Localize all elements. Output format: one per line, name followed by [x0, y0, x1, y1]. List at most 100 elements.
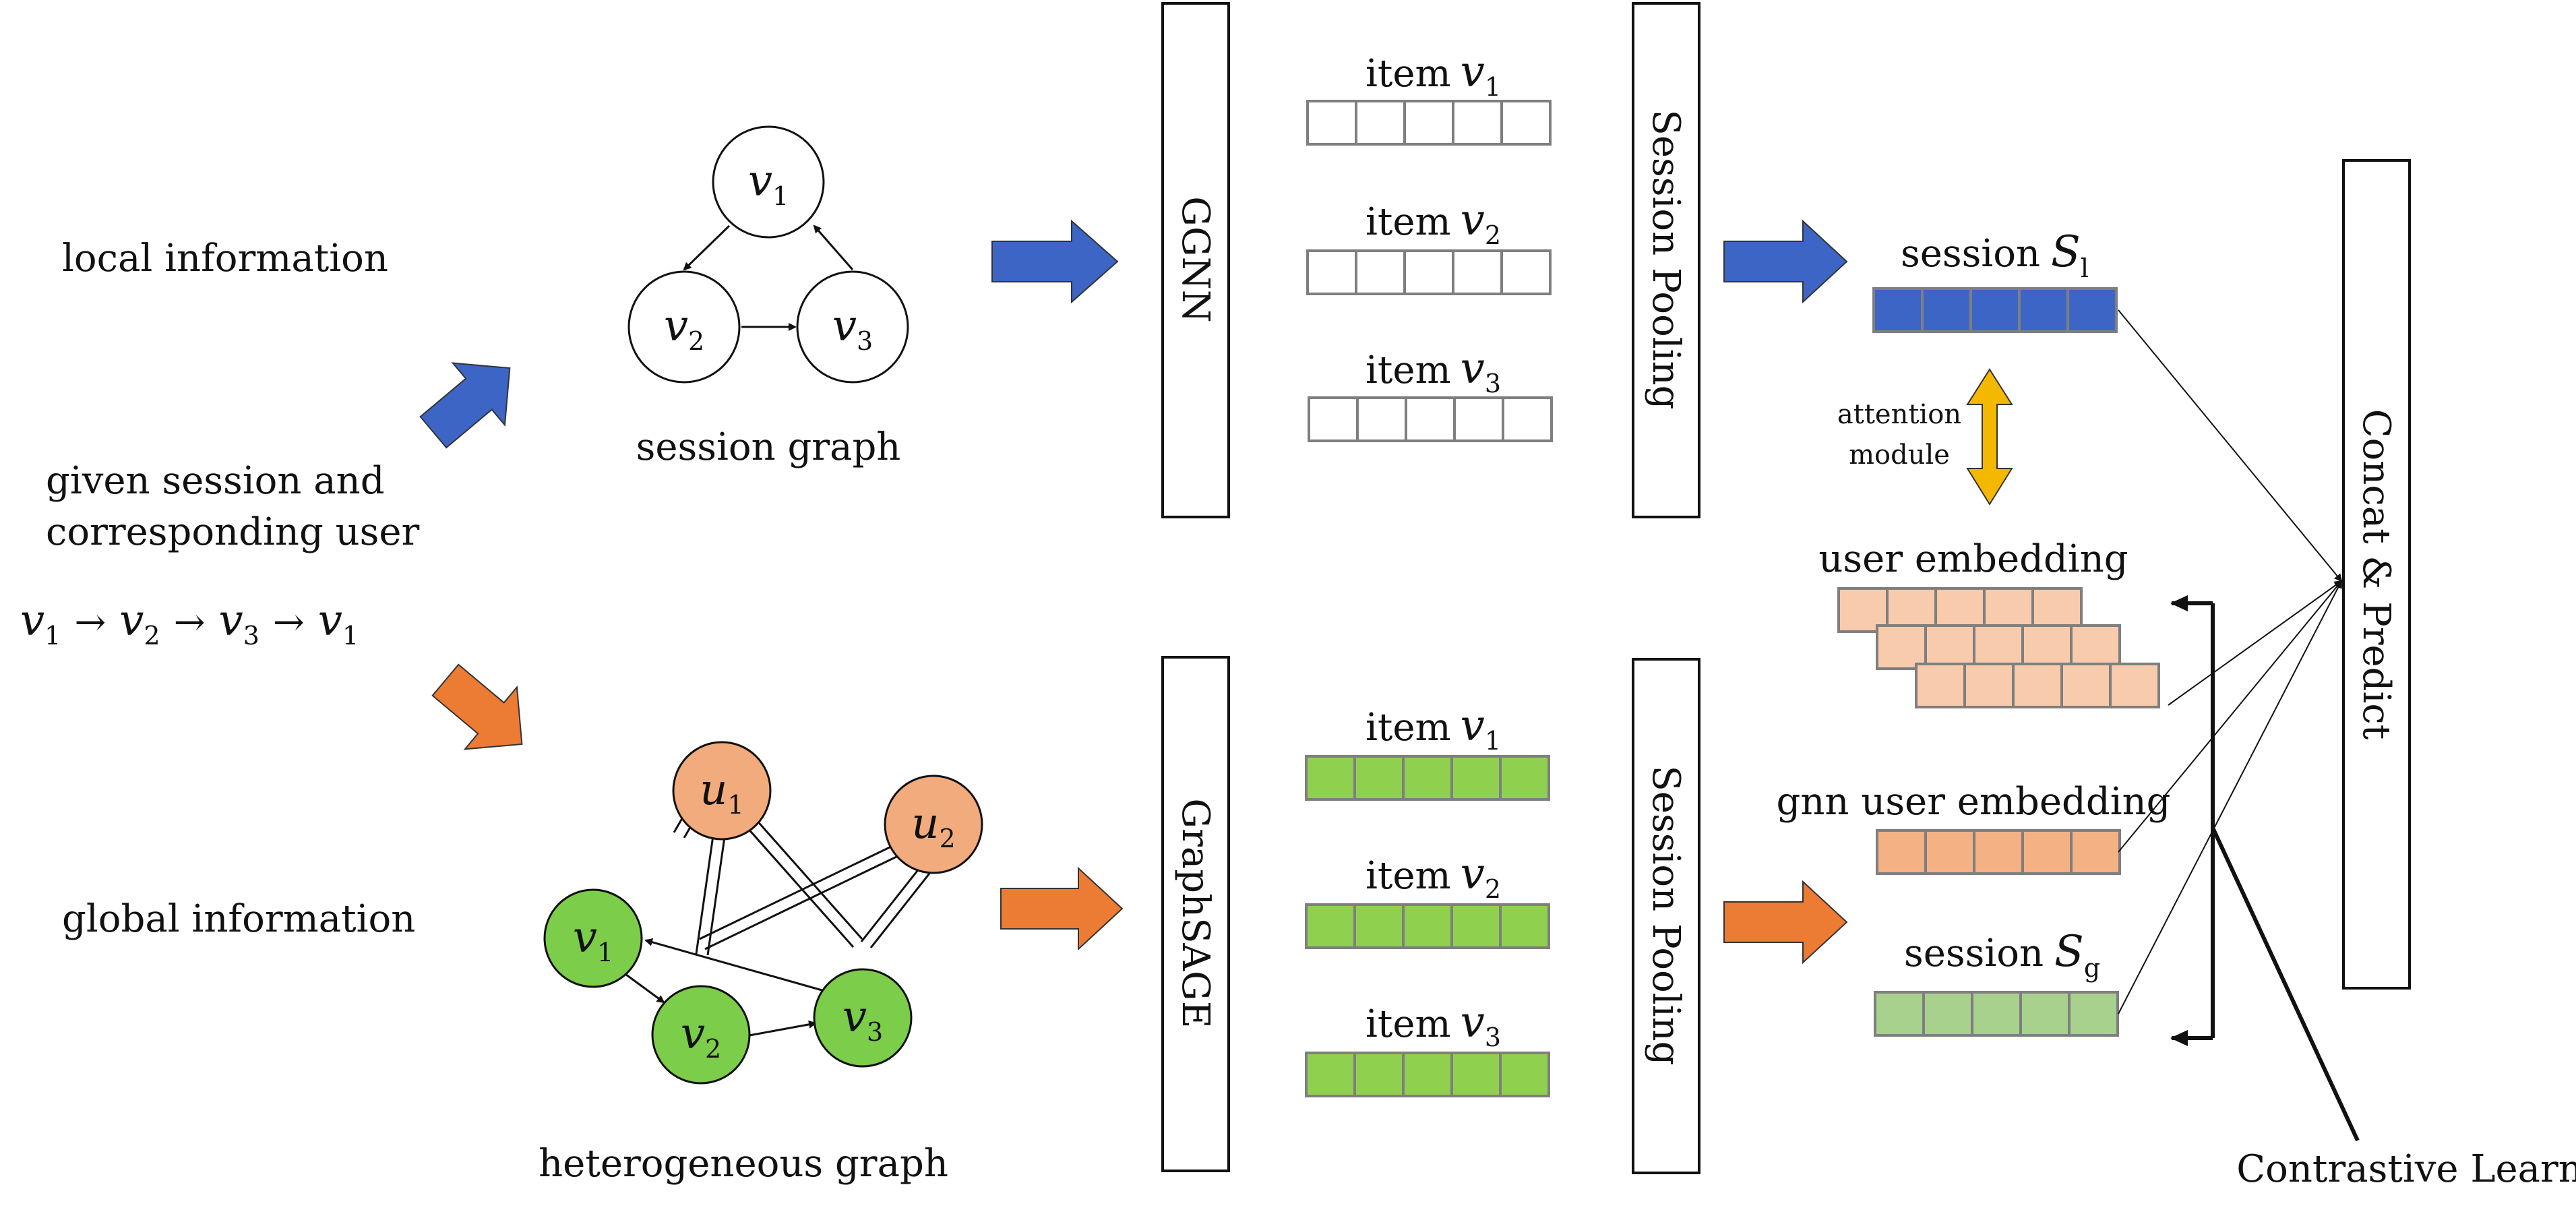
embedding-cell [1402, 903, 1453, 949]
embedding-cell [2019, 991, 2071, 1037]
blue-arrow-to-ggnn [991, 219, 1119, 304]
embedding-cell [1453, 396, 1504, 442]
svg-text:v3: v3 [832, 301, 873, 356]
embedding-cell [1499, 1052, 1550, 1097]
orange-diagonal-arrow [431, 663, 523, 750]
embedding-cell [1308, 396, 1359, 442]
embedding-cell [2070, 624, 2121, 670]
svg-text:v2: v2 [664, 301, 704, 356]
local-information-label: local information [62, 237, 388, 280]
embedding-cell [2070, 829, 2121, 875]
embedding-cell [1924, 829, 1975, 875]
embedding-cell [1876, 829, 1927, 875]
blue-diagonal-arrow [419, 362, 511, 449]
embedding-cell [1922, 991, 1973, 1037]
session-pooling-global-box [1632, 658, 1700, 1174]
embedding-cell [1353, 755, 1405, 801]
embedding-cell [1450, 1052, 1502, 1097]
embedding-cell [1499, 755, 1550, 801]
embedding-cell [1973, 829, 2024, 875]
embedding-cell [1499, 903, 1550, 949]
contrastive-learning-bracket [2170, 595, 2360, 1142]
global-item-v2-embedding [1305, 903, 1550, 949]
embedding-cell [1355, 100, 1406, 146]
embedding-cell [1500, 100, 1552, 146]
session-node-v2 [627, 270, 741, 384]
embedding-cell [1305, 903, 1356, 949]
embedding-cell [1306, 100, 1357, 146]
attention-module-label-line1: attention [1837, 399, 1961, 430]
embedding-cell [1963, 663, 2015, 708]
ggnn-label: GGNN [1173, 196, 1217, 322]
session-node-v3 [796, 270, 909, 384]
embedding-cell [2068, 991, 2119, 1037]
embedding-cell [2066, 287, 2118, 333]
heterogeneous-graph: u1 u2 v1 v2 v3 [543, 741, 983, 1085]
embedding-cell [2060, 663, 2112, 708]
concat-predict-label: Concat & Predict [2354, 409, 2398, 740]
concat-input-lines [2118, 309, 2343, 1014]
embedding-cell [1450, 755, 1502, 801]
local-item-v2-embedding [1306, 249, 1552, 295]
embedding-cell [1971, 991, 2022, 1037]
session-graph: v1 v2 v3 [627, 125, 909, 384]
heterogeneous-graph-caption: heterogeneous graph [539, 1142, 948, 1186]
embedding-cell [1915, 663, 1966, 708]
session-global-embedding [1874, 991, 2119, 1037]
gnn-user-embedding-label: gnn user embedding [1776, 780, 2170, 824]
global-item-v1-embedding [1305, 755, 1550, 801]
global-item-v3-embedding [1305, 1052, 1550, 1097]
session-graph-caption: session graph [636, 425, 901, 469]
embedding-cell [1402, 755, 1453, 801]
user-embedding-row-2 [1876, 624, 2121, 670]
local-item-v1-embedding [1306, 100, 1552, 146]
graphsage-label: GraphSAGE [1173, 798, 1217, 1028]
orange-arrow-to-graphsage [1000, 866, 1124, 951]
given-session-label-line2: corresponding user [46, 510, 420, 554]
hetero-node-v2 [651, 985, 751, 1085]
svg-text:v1: v1 [573, 913, 613, 967]
blue-arrow-to-session-local [1723, 219, 1848, 304]
embedding-cell [1305, 1052, 1356, 1097]
embedding-cell [1353, 1052, 1405, 1097]
embedding-cell [1921, 287, 1972, 333]
embedding-cell [1306, 249, 1357, 295]
session-pooling-local-box [1632, 2, 1700, 518]
hetero-node-v1 [543, 888, 643, 988]
session-local-embedding [1872, 287, 2118, 333]
embedding-cell [1355, 249, 1406, 295]
embedding-cell [1502, 396, 1553, 442]
embedding-cell [2109, 663, 2160, 708]
embedding-cell [1405, 396, 1456, 442]
embedding-cell [2021, 624, 2073, 670]
embedding-cell [1452, 100, 1503, 146]
embedding-cell [1500, 249, 1552, 295]
svg-text:v1: v1 [748, 156, 789, 211]
embedding-cell [1876, 624, 1927, 670]
embedding-cell [1924, 624, 1975, 670]
embedding-cell [2012, 663, 2063, 708]
svg-text:v2: v2 [681, 1009, 721, 1064]
attention-double-arrow [1966, 368, 2013, 506]
svg-text:u1: u1 [700, 765, 743, 820]
embedding-cell [1402, 1052, 1453, 1097]
attention-module-label-line2: module [1849, 439, 1950, 471]
embedding-cell [1353, 903, 1405, 949]
hetero-node-u1 [672, 741, 772, 841]
ggnn-box [1161, 2, 1230, 518]
embedding-cell [2018, 287, 2069, 333]
svg-text:v3: v3 [842, 992, 883, 1047]
input-session-sequence: v1→v2→v3→v1 [20, 596, 359, 650]
user-embedding-row-3 [1915, 663, 2160, 708]
graphsage-box [1161, 656, 1230, 1172]
gnn-user-embedding [1876, 829, 2121, 875]
concat-predict-box [2342, 159, 2411, 990]
contrastive-learning-label: Contrastive Learning [2236, 1147, 2576, 1191]
embedding-cell [1403, 249, 1454, 295]
embedding-cell [2021, 829, 2073, 875]
